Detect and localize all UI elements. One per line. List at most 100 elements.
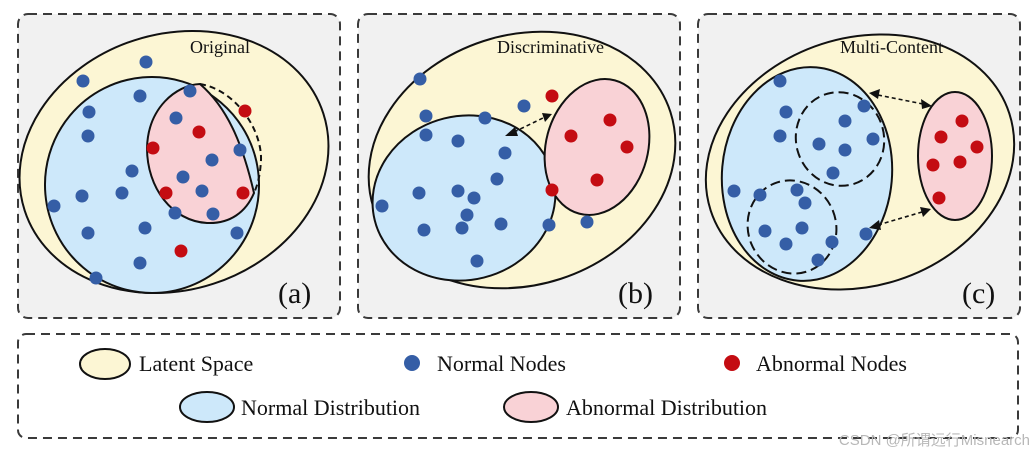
legend-item-abnormal-nodes: Abnormal Nodes [724,351,907,376]
normal-node [753,188,767,202]
normal-node [866,132,880,146]
legend-label-abnormal-distribution: Abnormal Distribution [566,395,767,420]
normal-node [580,215,594,229]
abnormal-node [603,113,617,127]
normal-node [758,224,772,238]
panel-tag: (c) [962,277,995,310]
normal-node [790,183,804,197]
normal-node [81,226,95,240]
normal-node [498,146,512,160]
abnormal-node [953,155,967,169]
panel-tag: (a) [278,277,311,310]
normal-node [490,172,504,186]
abnormal-node [955,114,969,128]
legend-swatch-abnormal-distribution [503,391,559,423]
legend-label-abnormal-nodes: Abnormal Nodes [756,351,907,376]
normal-node [133,256,147,270]
normal-node [195,184,209,198]
normal-node [812,137,826,151]
normal-node [460,208,474,222]
legend-item-normal-distribution: Normal Distribution [179,391,420,423]
panel-title: Original [190,37,250,57]
normal-nodes [727,74,880,267]
legend-label-normal-distribution: Normal Distribution [241,395,420,420]
legend-item-normal-nodes: Normal Nodes [404,351,566,376]
normal-node [517,99,531,113]
abnormal-node [932,191,946,205]
legend-swatch-normal-distribution [179,391,235,423]
normal-node [413,72,427,86]
legend: Latent Space Normal Nodes Abnormal Nodes… [17,333,1019,439]
abnormal-node [236,186,250,200]
normal-node [451,134,465,148]
normal-nodes [47,55,247,285]
normal-node [75,189,89,203]
normal-node [773,129,787,143]
abnormal-distribution-region [543,78,651,216]
normal-node [857,99,871,113]
normal-node [417,223,431,237]
normal-node [779,237,793,251]
normal-node [168,206,182,220]
abnormal-node [146,141,160,155]
normal-node [542,218,556,232]
normal-node [205,153,219,167]
abnormal-nodes [545,89,634,197]
normal-node [206,207,220,221]
legend-item-abnormal-distribution: Abnormal Distribution [503,391,767,423]
normal-node [826,166,840,180]
normal-node [169,111,183,125]
normal-node [773,74,787,88]
normal-node [859,227,873,241]
normal-node [451,184,465,198]
normal-node [838,143,852,157]
normal-node [139,55,153,69]
normal-node [133,89,147,103]
panel-tag: (b) [618,277,653,310]
normal-node [115,186,129,200]
normal-node [81,129,95,143]
normal-node [233,143,247,157]
normal-node [455,221,469,235]
normal-node [412,186,426,200]
normal-node [89,271,103,285]
normal-node [478,111,492,125]
legend-swatch-latent-space [79,348,131,380]
abnormal-boundary-dashed [199,83,263,194]
abnormal-node [192,125,206,139]
normal-node [230,226,244,240]
normal-node [727,184,741,198]
normal-node [183,84,197,98]
watermark: CSDN @所谓远行Misnearch [839,432,1030,449]
abnormal-nodes [146,104,252,258]
normal-node [125,164,139,178]
abnormal-node [564,129,578,143]
separation-arrow-lower [869,207,931,230]
normal-node [467,191,481,205]
legend-swatch-normal-node [404,355,420,371]
normal-node [76,74,90,88]
normal-node [176,170,190,184]
panel-original: Original (a) [17,13,341,319]
normal-node [82,105,96,119]
normal-node [795,221,809,235]
normal-node [138,221,152,235]
legend-label-normal-nodes: Normal Nodes [437,351,566,376]
normal-node [419,109,433,123]
normal-cluster-lower [746,179,838,275]
abnormal-distribution-region [917,91,993,221]
separation-arrow [505,113,552,136]
abnormal-node [174,244,188,258]
normal-node [470,254,484,268]
normal-node [47,199,61,213]
abnormal-node [970,140,984,154]
panel-multi-content: Multi-Content (c) [697,13,1021,319]
abnormal-node [545,89,559,103]
abnormal-node [934,130,948,144]
normal-node [779,105,793,119]
separation-arrow-upper [869,89,932,109]
panel-title: Discriminative [497,37,604,57]
legend-label-latent-space: Latent Space [139,351,253,376]
normal-nodes [375,72,594,268]
